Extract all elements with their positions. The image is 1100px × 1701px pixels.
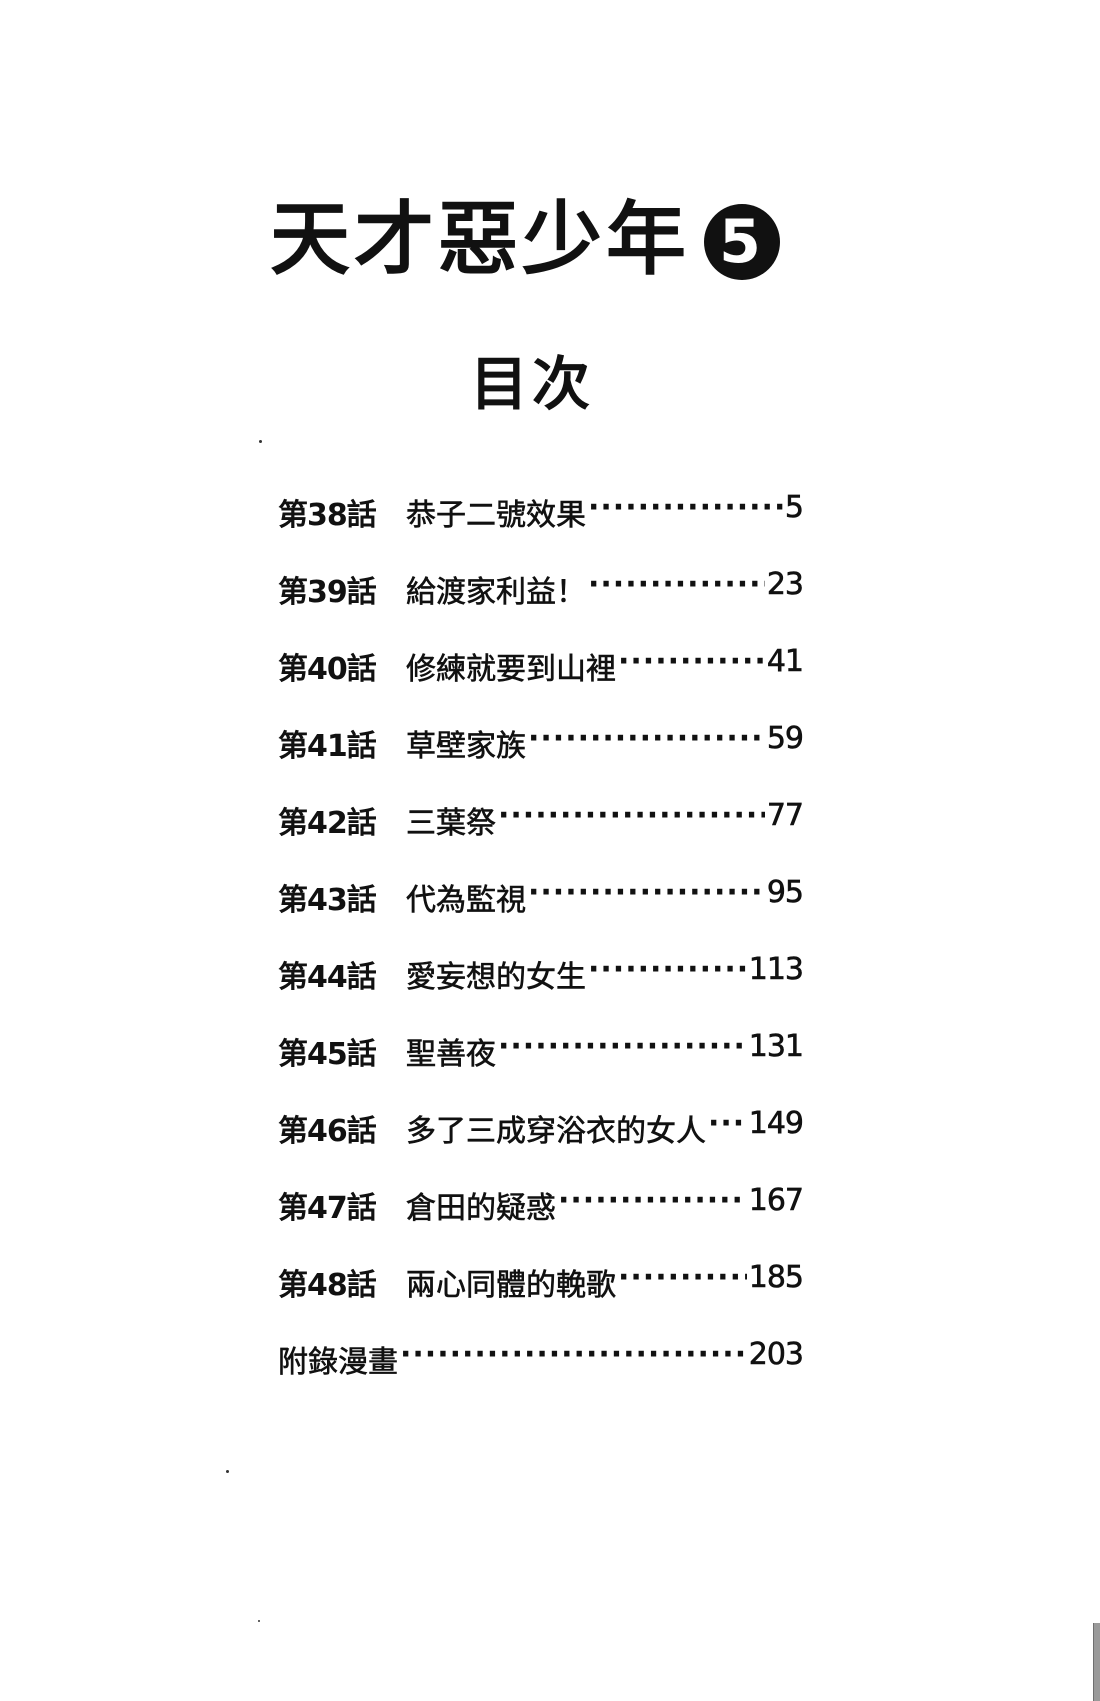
dot-leader bbox=[588, 490, 783, 525]
page-number: 131 bbox=[748, 1029, 804, 1065]
toc-entry: 第40話 修練就要到山裡 41 bbox=[278, 644, 805, 721]
chapter-number: 第38話 bbox=[278, 498, 377, 533]
page-edge-shadow bbox=[1093, 1623, 1100, 1701]
dot-leader bbox=[528, 875, 765, 910]
page-number: 41 bbox=[766, 644, 805, 680]
toc-entry: 第38話 恭子二號效果 5 bbox=[278, 490, 805, 567]
page-number: 185 bbox=[748, 1260, 804, 1296]
dot-leader bbox=[618, 644, 765, 679]
dot-leader bbox=[588, 952, 747, 987]
toc-entry: 第41話 草壁家族 59 bbox=[278, 721, 805, 798]
chapter-number: 第39話 bbox=[278, 575, 377, 610]
dot-leader bbox=[618, 1260, 747, 1295]
scan-speck bbox=[258, 1620, 260, 1622]
page-number: 167 bbox=[748, 1183, 804, 1219]
page-heading: 目次 bbox=[470, 350, 595, 418]
chapter-number: 第46話 bbox=[278, 1114, 377, 1149]
page-number: 113 bbox=[748, 952, 804, 988]
chapter-title: 兩心同體的輓歌 bbox=[406, 1268, 617, 1304]
dot-leader bbox=[498, 798, 765, 833]
dot-leader bbox=[528, 721, 765, 756]
chapter-title: 多了三成穿浴衣的女人 bbox=[406, 1114, 707, 1150]
chapter-title: 聖善夜 bbox=[406, 1037, 497, 1073]
chapter-title: 愛妄想的女生 bbox=[406, 960, 587, 996]
page-number: 77 bbox=[766, 798, 805, 834]
dot-leader bbox=[588, 567, 765, 602]
toc-entry: 第39話 給渡家利益！ 23 bbox=[278, 567, 805, 644]
chapter-number: 第42話 bbox=[278, 806, 377, 841]
toc-entry: 第45話 聖善夜 131 bbox=[278, 1029, 804, 1106]
chapter-title: 恭子二號效果 bbox=[406, 498, 587, 534]
chapter-title: 草壁家族 bbox=[406, 729, 527, 765]
page-number: 203 bbox=[748, 1337, 804, 1373]
page-number: 59 bbox=[766, 721, 805, 757]
chapter-number: 第43話 bbox=[278, 883, 377, 918]
book-title-text: 天才惡少年 bbox=[270, 193, 690, 286]
bonus-title: 附錄漫畫 bbox=[278, 1345, 399, 1381]
table-of-contents: 第38話 恭子二號效果 5 第39話 給渡家利益！ 23 第40話 修練就要到山… bbox=[278, 490, 805, 1414]
chapter-number: 第47話 bbox=[278, 1191, 377, 1226]
toc-entry: 第42話 三葉祭 77 bbox=[278, 798, 805, 875]
dot-leader bbox=[558, 1183, 747, 1218]
chapter-title: 代為監視 bbox=[406, 883, 527, 919]
chapter-title: 給渡家利益！ bbox=[406, 575, 587, 611]
chapter-number: 第41話 bbox=[278, 729, 377, 764]
scan-speck bbox=[259, 440, 262, 443]
dot-leader bbox=[498, 1029, 747, 1064]
scan-speck bbox=[226, 1470, 229, 1473]
toc-entry: 第46話 多了三成穿浴衣的女人 149 bbox=[278, 1106, 804, 1183]
page-number: 23 bbox=[766, 567, 805, 603]
chapter-title: 修練就要到山裡 bbox=[406, 652, 617, 688]
chapter-number: 第44話 bbox=[278, 960, 377, 995]
chapter-number: 第40話 bbox=[278, 652, 377, 687]
page-number: 5 bbox=[784, 490, 805, 526]
dot-leader bbox=[708, 1106, 747, 1141]
toc-entry: 第43話 代為監視 95 bbox=[278, 875, 805, 952]
dot-leader bbox=[400, 1337, 747, 1372]
toc-entry: 第47話 倉田的疑惑 167 bbox=[278, 1183, 804, 1260]
chapter-title: 三葉祭 bbox=[406, 806, 497, 842]
page-number: 149 bbox=[748, 1106, 804, 1142]
chapter-number: 第45話 bbox=[278, 1037, 377, 1072]
toc-entry: 第48話 兩心同體的輓歌 185 bbox=[278, 1260, 804, 1337]
page-number: 95 bbox=[766, 875, 805, 911]
toc-entry-bonus: 附錄漫畫 203 bbox=[278, 1337, 805, 1414]
chapter-title: 倉田的疑惑 bbox=[406, 1191, 557, 1227]
chapter-number: 第48話 bbox=[278, 1268, 377, 1303]
toc-entry: 第44話 愛妄想的女生 113 bbox=[278, 952, 804, 1029]
volume-number-badge: 5 bbox=[704, 204, 780, 280]
